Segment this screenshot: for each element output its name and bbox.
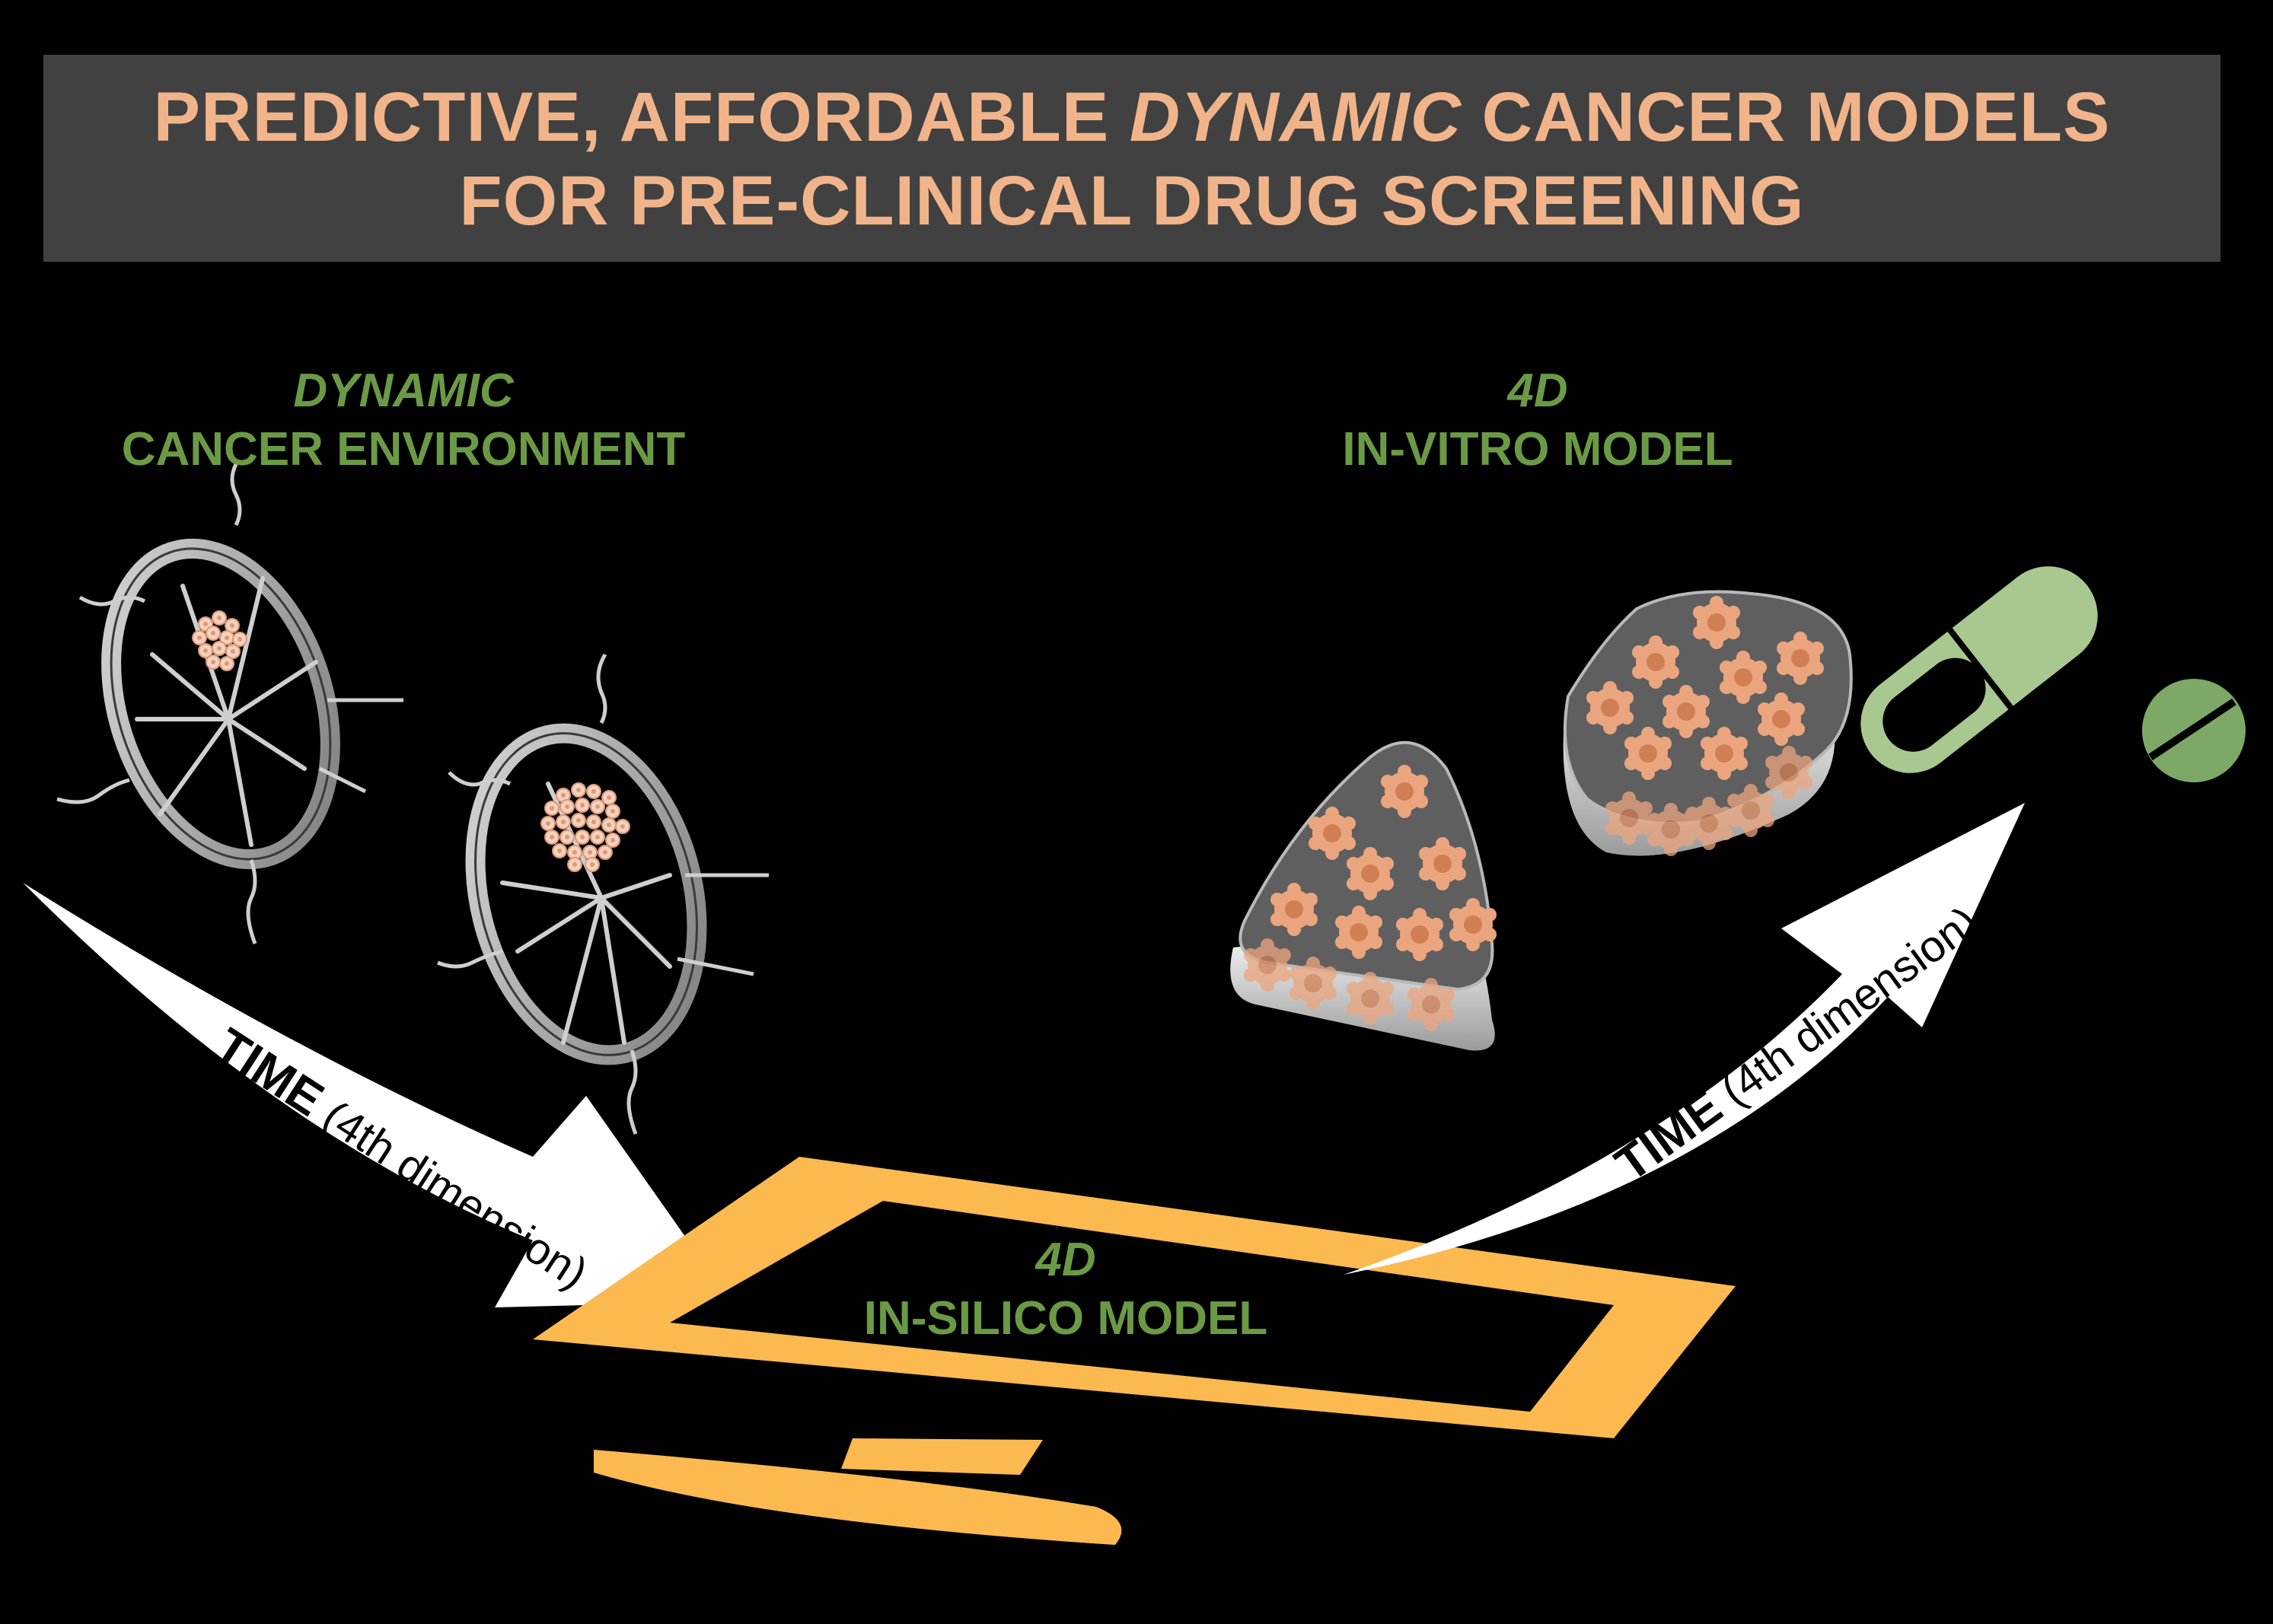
hydrogel-triangle (1230, 743, 1497, 1051)
title-text-b: CANCER MODELS (1462, 78, 2110, 156)
environment-label-text: CANCER ENVIRONMENT (61, 422, 746, 476)
invitro-label-em: 4D (1195, 364, 1880, 418)
title-banner: PREDICTIVE, AFFORDABLE DYNAMIC CANCER MO… (43, 55, 2220, 262)
insilico-label-text: IN-SILICO MODEL (761, 1291, 1370, 1345)
insilico-label: 4D IN-SILICO MODEL (761, 1233, 1370, 1345)
hydrogel-square (1564, 592, 1851, 857)
invitro-label: 4D IN-VITRO MODEL (1195, 364, 1880, 476)
title-text-emphasis: DYNAMIC (1130, 78, 1462, 156)
title-line-1: PREDICTIVE, AFFORDABLE DYNAMIC CANCER MO… (43, 78, 2220, 158)
pill-tablet-icon (2142, 679, 2246, 782)
invitro-label-text: IN-VITRO MODEL (1195, 422, 1880, 476)
environment-label-em: DYNAMIC (61, 364, 746, 418)
title-text-a: PREDICTIVE, AFFORDABLE (154, 78, 1130, 156)
tumor-vessel-large (438, 654, 769, 1134)
time-arrow-left (23, 883, 731, 1307)
tumor-cluster-small (193, 611, 247, 670)
monitor-icon (533, 1157, 1736, 1545)
title-line-2: FOR PRE-CLINICAL DRUG SCREENING (43, 161, 2220, 241)
environment-label: DYNAMIC CANCER ENVIRONMENT (61, 364, 746, 476)
pill-capsule-icon (1841, 546, 2118, 793)
insilico-label-em: 4D (761, 1233, 1370, 1287)
tumor-vessel-small (57, 464, 403, 944)
